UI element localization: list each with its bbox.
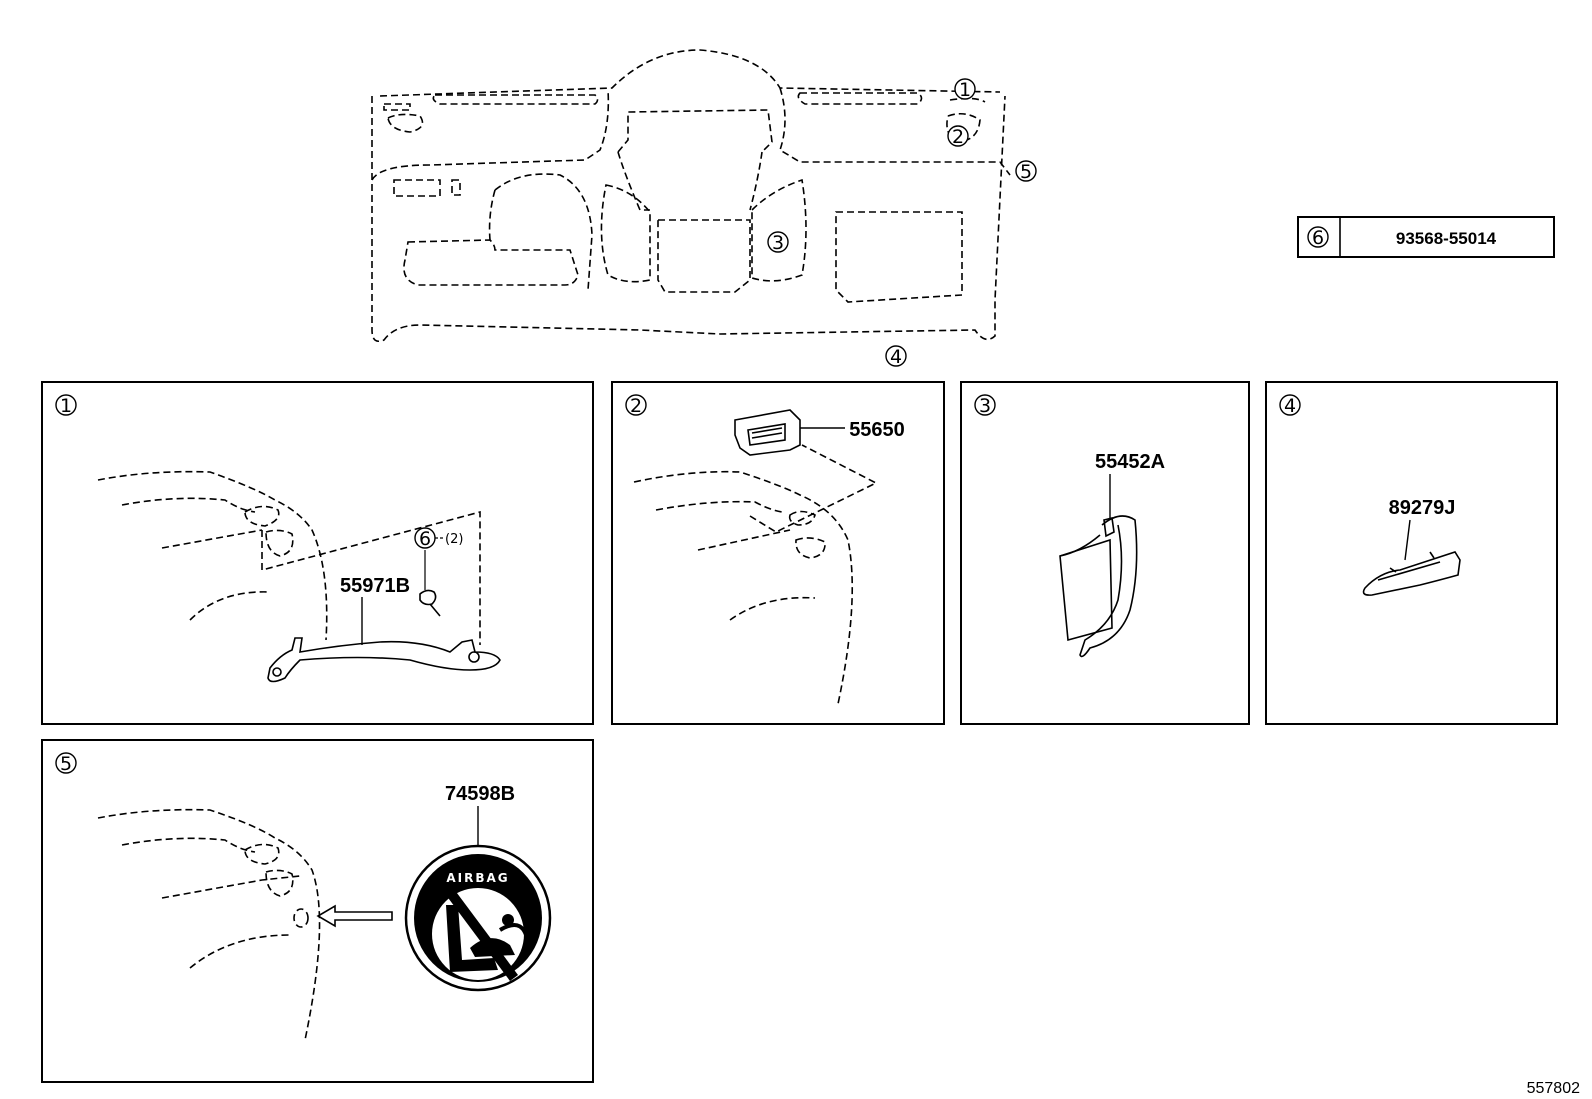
diagram-id: 557802 bbox=[1527, 1080, 1580, 1097]
part-label-89279J: 89279J bbox=[1389, 497, 1456, 519]
panel-5: 5 74598B AIRBAG bbox=[41, 739, 594, 1083]
legend-part-number: 93568-55014 bbox=[1396, 229, 1497, 248]
svg-text:5: 5 bbox=[1020, 161, 1032, 183]
panel-2: 2 55650 bbox=[611, 381, 945, 725]
svg-text:1: 1 bbox=[959, 79, 971, 101]
panel-1-callout: 6 bbox=[419, 528, 431, 550]
part-label-55452A: 55452A bbox=[1095, 451, 1165, 473]
panel-2-number: 2 bbox=[630, 395, 642, 417]
airbag-warning-badge-icon: AIRBAG bbox=[404, 844, 552, 992]
legend-number: 6 bbox=[1312, 227, 1324, 249]
panel-1: 1 55971B 6 (2) bbox=[41, 381, 594, 725]
part-label-74598B: 74598B bbox=[445, 783, 515, 805]
part-label-55971B: 55971B bbox=[340, 575, 410, 597]
svg-text:3: 3 bbox=[772, 232, 784, 254]
airbag-badge-text: AIRBAG bbox=[446, 871, 509, 885]
panel-5-number: 5 bbox=[60, 753, 72, 775]
panel-4: 4 89279J bbox=[1265, 381, 1558, 725]
svg-text:2: 2 bbox=[952, 126, 964, 148]
dashboard-overview bbox=[371, 49, 1011, 343]
overview-callout-2: 2 bbox=[947, 125, 969, 148]
overview-callout-1: 1 bbox=[954, 78, 976, 101]
overview-callout-3: 3 bbox=[767, 231, 789, 254]
overview-callout-4: 4 bbox=[885, 345, 907, 368]
overview-callout-5: 5 bbox=[1015, 160, 1037, 183]
part-label-55650: 55650 bbox=[849, 419, 905, 441]
panel-1-number: 1 bbox=[60, 395, 72, 417]
legend-box: 6 93568-55014 bbox=[1297, 216, 1555, 258]
panel-4-number: 4 bbox=[1284, 395, 1296, 417]
panel-3: 3 55452A bbox=[960, 381, 1250, 725]
panel-1-qty: (2) bbox=[445, 532, 463, 547]
panel-3-number: 3 bbox=[979, 395, 991, 417]
svg-text:4: 4 bbox=[890, 346, 902, 368]
